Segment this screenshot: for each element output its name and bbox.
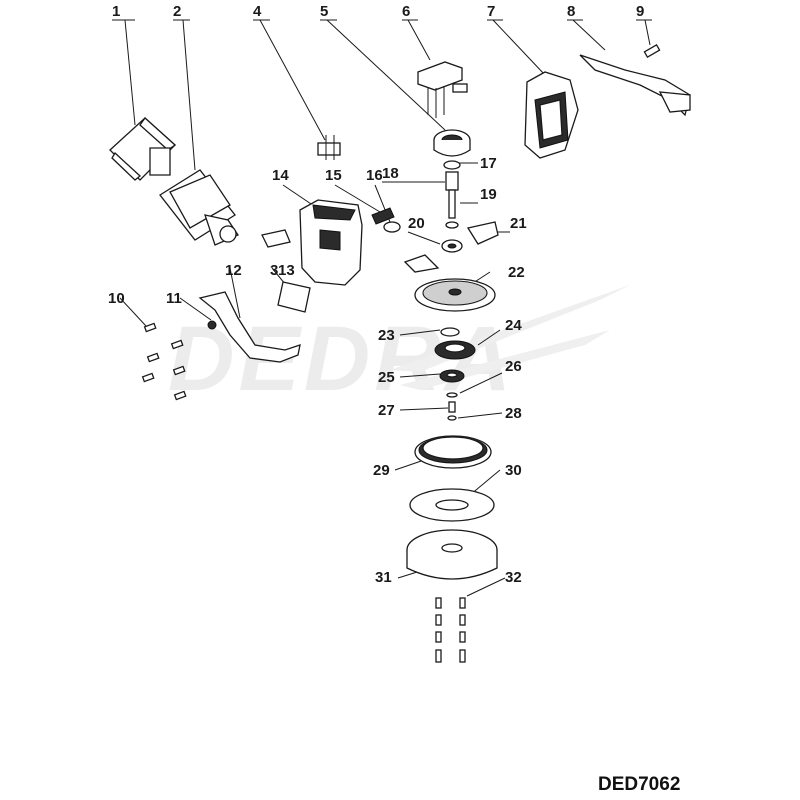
part-22-fan — [414, 278, 496, 312]
callout-labels: 1 2 3 4 5 6 7 8 9 10 11 12 13 14 15 16 1… — [108, 3, 644, 586]
callout-4: 4 — [253, 3, 262, 20]
callout-24: 24 — [505, 317, 522, 334]
callout-26: 26 — [505, 358, 522, 375]
part-8-handle-bracket — [579, 54, 691, 117]
callout-6: 6 — [402, 3, 410, 20]
part-17-washer — [443, 160, 461, 170]
part-28-washer — [447, 415, 457, 421]
part-19-spring-washer — [445, 221, 459, 229]
part-25-bearing — [439, 369, 465, 383]
part-12-guard-bracket — [198, 291, 301, 363]
model-number: DED7062 — [598, 774, 680, 795]
callout-27: 27 — [378, 402, 395, 419]
part-27-screw — [448, 401, 456, 413]
part-21b-clip — [403, 254, 440, 273]
callout-14: 14 — [272, 167, 289, 184]
part-18-shaft — [445, 171, 459, 219]
callout-13: 13 — [278, 262, 295, 279]
callout-32: 32 — [505, 569, 522, 586]
callout-2: 2 — [173, 3, 181, 20]
part-32-screws — [435, 597, 466, 663]
part-5-rotor — [433, 129, 471, 157]
callout-9: 9 — [636, 3, 644, 20]
part-15-switch — [371, 207, 395, 225]
part-29-skirt — [414, 435, 492, 469]
part-20-bearing — [441, 239, 463, 253]
callout-15: 15 — [325, 167, 342, 184]
callout-22: 22 — [508, 264, 525, 281]
part-1-dust-bag — [109, 117, 177, 181]
callout-8: 8 — [567, 3, 575, 20]
part-3-gasket — [261, 229, 291, 248]
callout-17: 17 — [480, 155, 497, 172]
part-11-nut — [207, 320, 217, 330]
callout-5: 5 — [320, 3, 328, 20]
part-2-dust-adapter — [159, 169, 239, 246]
callout-7: 7 — [487, 3, 495, 20]
part-16-button — [383, 221, 401, 233]
callout-29: 29 — [373, 462, 390, 479]
part-26-washer — [446, 392, 458, 398]
callout-10: 10 — [108, 290, 125, 307]
callout-30: 30 — [505, 462, 522, 479]
part-14-motor-housing — [299, 199, 363, 286]
callout-25: 25 — [378, 369, 395, 386]
part-24-counterweight — [434, 340, 476, 360]
part-10-screws — [141, 322, 187, 401]
part-4-brush-contact — [317, 135, 341, 160]
part-9-pin — [643, 44, 661, 58]
watermark-text: DEDRA — [168, 308, 515, 410]
callout-23: 23 — [378, 327, 395, 344]
callout-19: 19 — [480, 186, 497, 203]
callout-1: 1 — [112, 3, 120, 20]
callout-11: 11 — [166, 290, 182, 307]
callout-31: 31 — [375, 569, 392, 586]
part-21-shroud — [466, 221, 499, 245]
part-31-sanding-pad — [406, 529, 498, 580]
callout-28: 28 — [505, 405, 522, 422]
part-6-stator — [417, 61, 468, 118]
callout-16: 16 — [366, 167, 383, 184]
callout-21: 21 — [510, 215, 527, 232]
callout-12: 12 — [225, 262, 242, 279]
callout-3: 3 — [270, 262, 278, 279]
part-7-housing-half — [524, 71, 579, 159]
callout-18: 18 — [382, 165, 399, 182]
part-13-label-plate — [277, 281, 311, 313]
callout-20: 20 — [408, 215, 425, 232]
part-30-pad-plate — [409, 488, 495, 522]
part-23-washer — [440, 327, 460, 337]
